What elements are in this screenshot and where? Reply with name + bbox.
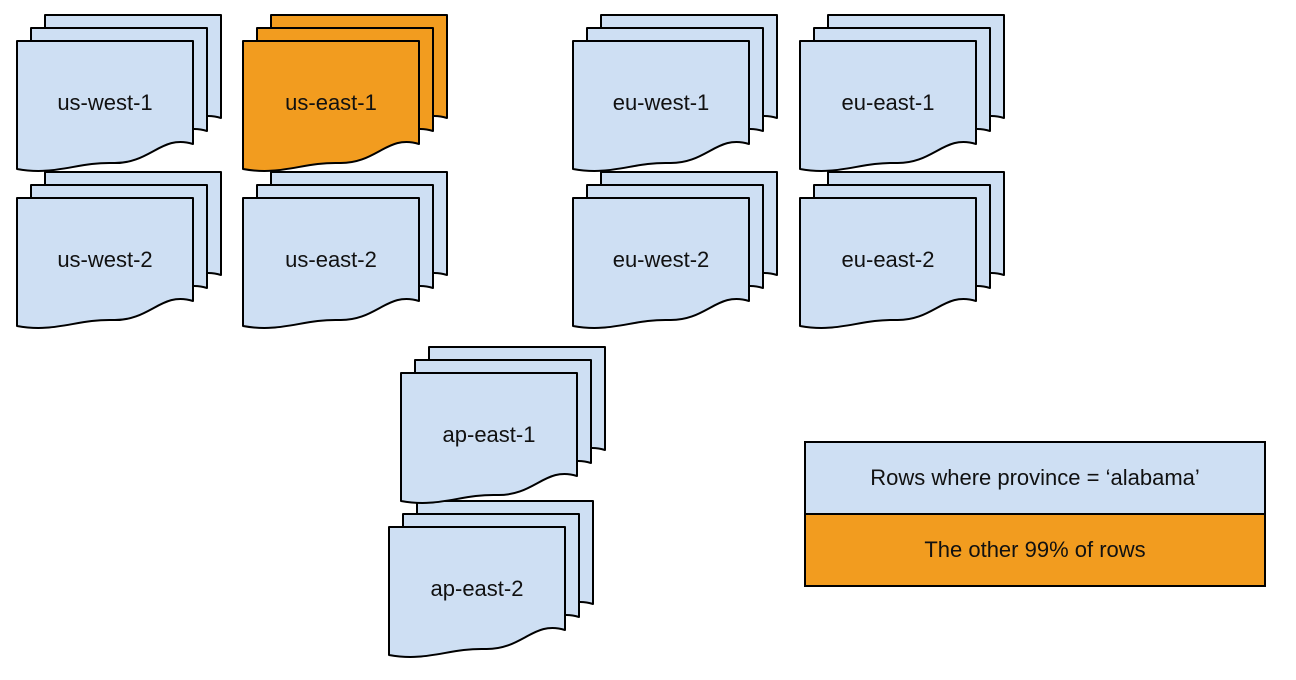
document-sheet-front-icon <box>799 197 977 329</box>
document-sheet-front-icon <box>400 372 578 504</box>
region-stack-us-east-2: us-east-2 <box>242 171 450 329</box>
legend-label-alabama: Rows where province = ‘alabama’ <box>870 465 1200 490</box>
document-sheet-front-icon <box>16 40 194 172</box>
document-sheet-front-icon <box>242 40 420 172</box>
document-sheet-front-icon <box>242 197 420 329</box>
document-stack-icon <box>799 14 1005 172</box>
region-stack-eu-west-1: eu-west-1 <box>572 14 780 172</box>
document-stack-icon <box>572 171 778 329</box>
document-sheet-front-icon <box>572 197 750 329</box>
document-stack-icon <box>799 171 1005 329</box>
region-stack-eu-west-2: eu-west-2 <box>572 171 780 329</box>
document-stack-icon <box>572 14 778 172</box>
region-stack-us-east-1: us-east-1 <box>242 14 450 172</box>
region-stack-ap-east-2: ap-east-2 <box>388 500 596 658</box>
region-stack-eu-east-2: eu-east-2 <box>799 171 1007 329</box>
legend-row-alabama-rows: Rows where province = ‘alabama’ <box>806 443 1264 513</box>
region-stack-eu-east-1: eu-east-1 <box>799 14 1007 172</box>
document-sheet-front-icon <box>572 40 750 172</box>
legend-row-other-rows: The other 99% of rows <box>806 513 1264 585</box>
document-sheet-front-icon <box>388 526 566 658</box>
legend: Rows where province = ‘alabama’ The othe… <box>804 441 1266 587</box>
document-sheet-front-icon <box>799 40 977 172</box>
region-stack-us-west-1: us-west-1 <box>16 14 224 172</box>
legend-label-other: The other 99% of rows <box>924 537 1146 562</box>
document-stack-icon <box>388 500 594 658</box>
document-stack-icon <box>242 14 448 172</box>
document-sheet-front-icon <box>16 197 194 329</box>
document-stack-icon <box>242 171 448 329</box>
document-stack-icon <box>16 171 222 329</box>
region-stack-us-west-2: us-west-2 <box>16 171 224 329</box>
region-stack-ap-east-1: ap-east-1 <box>400 346 608 504</box>
document-stack-icon <box>16 14 222 172</box>
document-stack-icon <box>400 346 606 504</box>
